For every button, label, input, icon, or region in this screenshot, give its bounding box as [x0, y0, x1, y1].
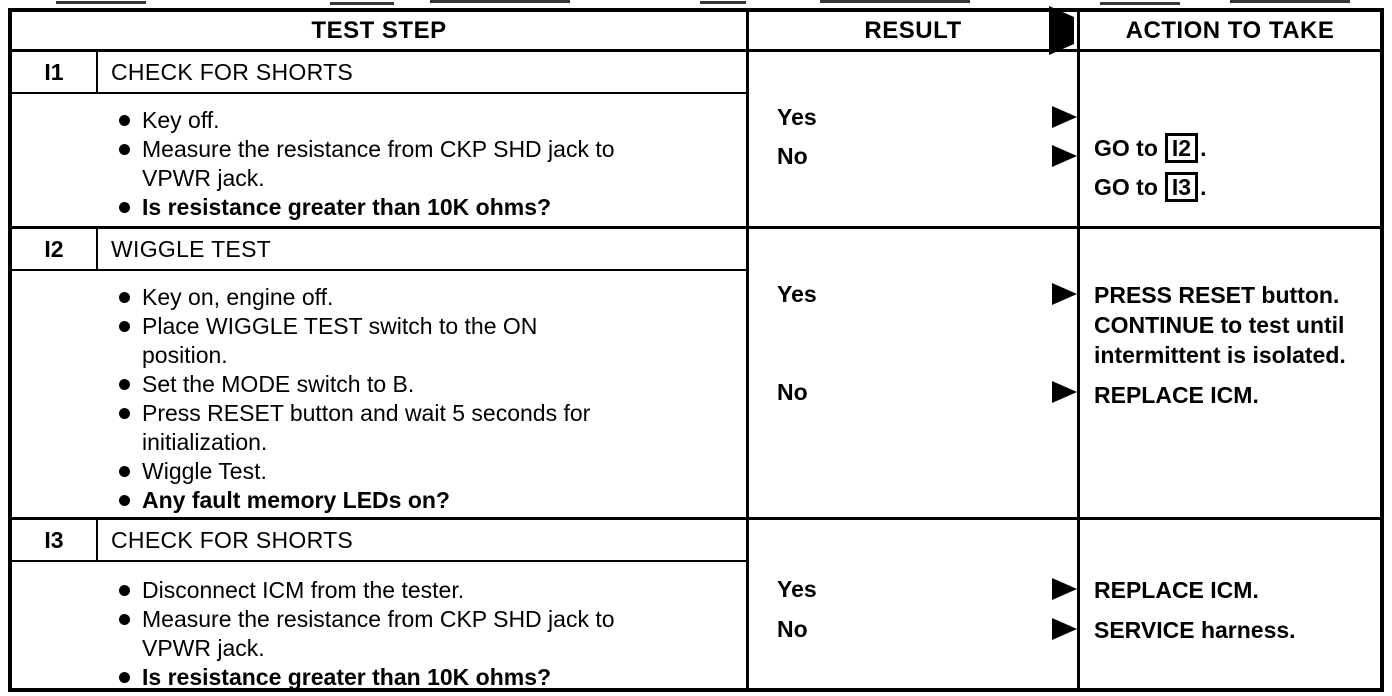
step-id: I2	[12, 229, 98, 269]
action-text: GO to	[1094, 135, 1158, 161]
result-arrow-icon	[1052, 283, 1077, 305]
bullet-item-question: Is resistance greater than 10K ohms?	[119, 193, 706, 222]
result-entry: No	[749, 616, 1077, 642]
test-row-i3: I3 CHECK FOR SHORTS Disconnect ICM from …	[12, 517, 1380, 692]
step-instructions: Key on, engine off. Place WIGGLE TEST sw…	[12, 271, 746, 515]
result-cell: Yes No	[746, 520, 1077, 692]
step-header: I2 WIGGLE TEST	[12, 229, 746, 271]
action-entry: REPLACE ICM.	[1094, 577, 1259, 603]
result-arrow-icon	[1052, 381, 1077, 403]
result-label: No	[777, 616, 808, 642]
bullet-item: Place WIGGLE TEST switch to the ON posit…	[119, 312, 706, 370]
action-cell: REPLACE ICM. SERVICE harness.	[1077, 520, 1380, 692]
step-ref-box: I3	[1164, 172, 1199, 202]
bullet-item: Key off.	[119, 106, 706, 135]
step-title: CHECK FOR SHORTS	[111, 58, 354, 85]
scan-artifact	[330, 2, 394, 5]
bullet-item: Measure the resistance from CKP SHD jack…	[119, 605, 706, 663]
result-arrow-icon	[1052, 578, 1077, 600]
test-step-cell: I1 CHECK FOR SHORTS Key off. Measure the…	[12, 52, 746, 226]
scan-artifact	[56, 1, 146, 4]
result-cell: Yes No	[746, 52, 1077, 226]
table-header-row: TEST STEP RESULT ACTION TO TAKE	[12, 5, 1380, 55]
bullet-item-question: Any fault memory LEDs on?	[119, 486, 706, 515]
result-arrow-icon	[1052, 618, 1077, 640]
test-row-i1: I1 CHECK FOR SHORTS Key off. Measure the…	[12, 52, 1380, 226]
test-row-i2: I2 WIGGLE TEST Key on, engine off. Place…	[12, 226, 1380, 517]
result-label: Yes	[777, 104, 817, 130]
scan-artifact	[430, 0, 570, 3]
bullet-item: Wiggle Test.	[119, 457, 706, 486]
bullet-item: Measure the resistance from CKP SHD jack…	[119, 135, 706, 193]
step-header: I1 CHECK FOR SHORTS	[12, 52, 746, 94]
action-entry: PRESS RESET button. CONTINUE to test unt…	[1094, 282, 1346, 368]
col-header-test-step: TEST STEP	[311, 16, 447, 44]
action-entry: SERVICE harness.	[1094, 617, 1296, 643]
action-cell: PRESS RESET button. CONTINUE to test unt…	[1077, 229, 1380, 517]
bullet-item: Set the MODE switch to B.	[119, 370, 706, 399]
step-title: WIGGLE TEST	[111, 235, 272, 262]
step-header: I3 CHECK FOR SHORTS	[12, 520, 746, 562]
step-ref-box: I2	[1164, 133, 1199, 163]
result-header-label: RESULT	[864, 16, 962, 44]
result-label: No	[777, 379, 808, 405]
action-text: .	[1200, 135, 1207, 161]
step-instructions: Key off. Measure the resistance from CKP…	[12, 94, 746, 222]
result-entry: No	[749, 143, 1077, 169]
bullet-item: Press RESET button and wait 5 seconds fo…	[119, 399, 706, 457]
scan-artifact	[820, 0, 970, 3]
scan-artifact	[1100, 2, 1180, 5]
step-id: I1	[12, 52, 98, 92]
diagnostic-test-table: TEST STEP RESULT ACTION TO TAKE I1 CHECK…	[8, 5, 1384, 692]
test-step-cell: I2 WIGGLE TEST Key on, engine off. Place…	[12, 229, 746, 517]
step-instructions: Disconnect ICM from the tester. Measure …	[12, 562, 746, 692]
result-arrow-icon	[1052, 106, 1077, 128]
action-text: GO to	[1094, 174, 1158, 200]
result-label: Yes	[777, 576, 817, 602]
result-cell: Yes No	[746, 229, 1077, 517]
result-entry: No	[749, 379, 1077, 405]
result-entry: Yes	[749, 576, 1077, 602]
action-text: .	[1200, 174, 1207, 200]
step-title: CHECK FOR SHORTS	[111, 526, 354, 553]
scan-artifact	[1230, 0, 1350, 3]
step-id: I3	[12, 520, 98, 560]
result-entry: Yes	[749, 281, 1077, 307]
bullet-item: Disconnect ICM from the tester.	[119, 576, 706, 605]
result-arrow-icon	[1049, 5, 1074, 55]
action-entry: REPLACE ICM.	[1094, 382, 1259, 408]
bullet-item-question: Is resistance greater than 10K ohms?	[119, 663, 706, 692]
result-label: Yes	[777, 281, 817, 307]
scan-artifact	[700, 1, 746, 4]
result-label: No	[777, 143, 808, 169]
col-header-result: RESULT	[746, 5, 1077, 55]
bullet-item: Key on, engine off.	[119, 283, 706, 312]
col-header-action-to-take: ACTION TO TAKE	[1077, 12, 1380, 49]
test-step-cell: I3 CHECK FOR SHORTS Disconnect ICM from …	[12, 520, 746, 692]
result-arrow-icon	[1052, 145, 1077, 167]
result-entry: Yes	[749, 104, 1077, 130]
